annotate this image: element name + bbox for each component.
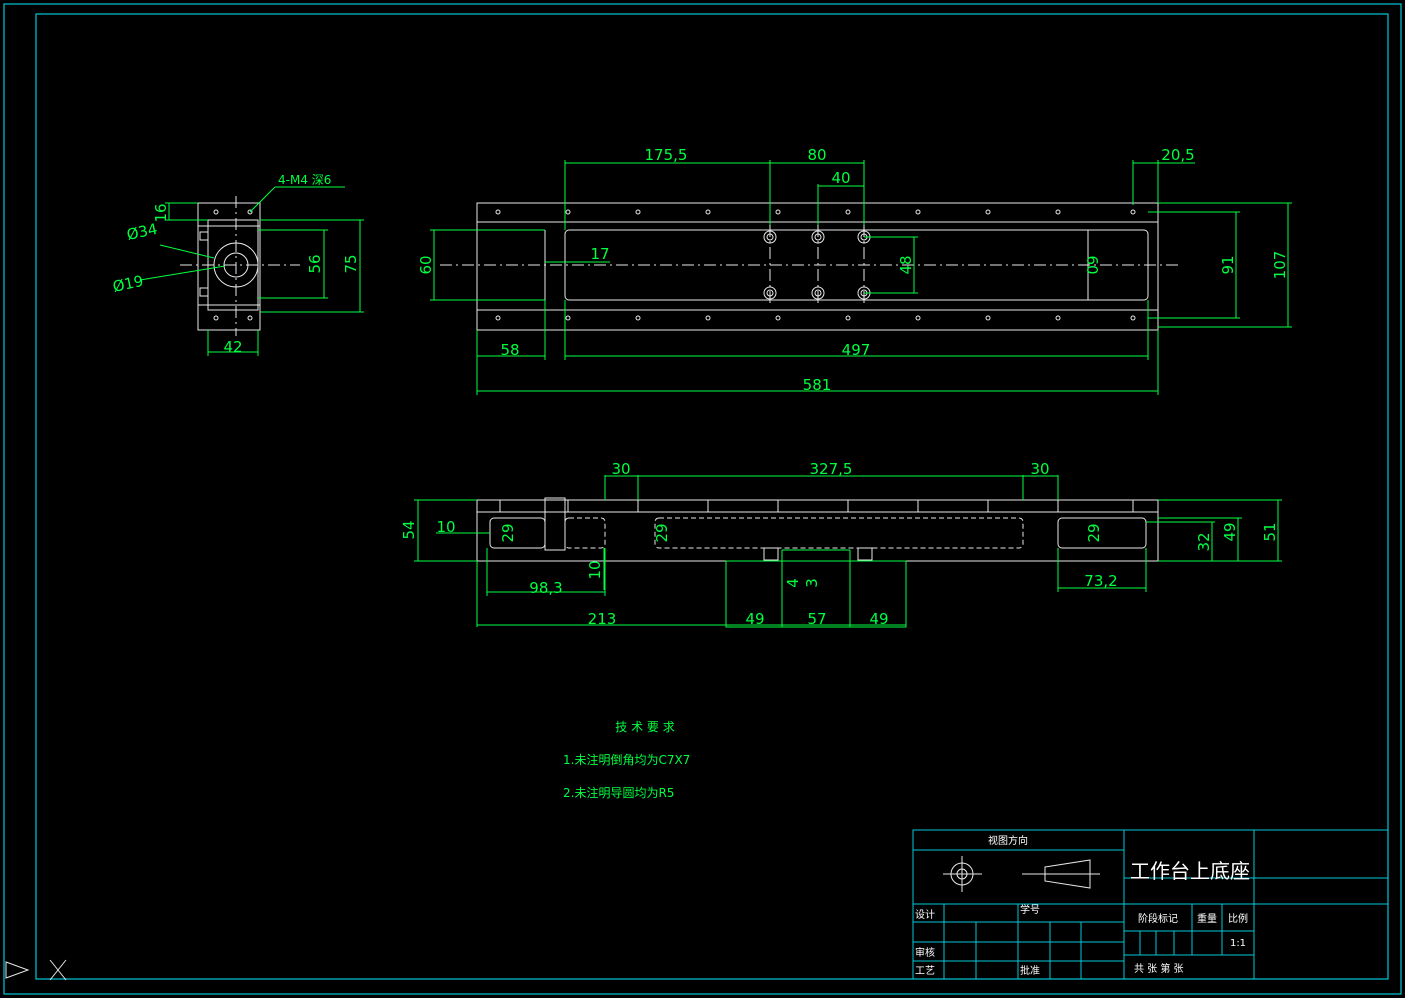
dim-30-right: 30: [1030, 460, 1049, 478]
label-view-direction: 视图方向: [988, 834, 1028, 847]
dim-56: 56: [306, 254, 324, 273]
dim-phi19: Ø19: [111, 272, 145, 296]
dim-30-left: 30: [611, 460, 630, 478]
label-sheets: 共 张 第 张: [1134, 962, 1184, 975]
dim-58: 58: [500, 341, 519, 359]
label-stage-mark: 阶段标记: [1138, 912, 1178, 925]
dim-107: 107: [1271, 251, 1289, 280]
label-process: 工艺: [915, 965, 935, 977]
dim-29-a: 29: [499, 523, 517, 542]
tech-line-2: 2.未注明导圆均为R5: [563, 785, 674, 800]
projection-symbol-icon: [943, 856, 1100, 892]
dim-91: 91: [1219, 255, 1237, 274]
inner-frame: [35, 13, 1389, 980]
dim-73-2: 73,2: [1084, 572, 1117, 590]
dim-29-c: 29: [1085, 523, 1103, 542]
dim-48: 48: [897, 255, 915, 274]
dim-51: 51: [1261, 522, 1279, 541]
label-approve: 批准: [1020, 964, 1040, 977]
dim-20-5: 20,5: [1161, 146, 1194, 164]
value-scale: 1:1: [1230, 938, 1246, 949]
dim-98-3: 98,3: [529, 579, 562, 597]
dim-40: 40: [831, 169, 850, 187]
tech-line-1: 1.未注明倒角均为C7X7: [563, 752, 690, 767]
technical-requirements: 技 术 要 求 1.未注明倒角均为C7X7 2.未注明导圆均为R5: [563, 720, 690, 800]
label-std: 学号: [1020, 903, 1040, 916]
dim-32: 32: [1195, 532, 1213, 551]
dim-17: 17: [590, 245, 609, 263]
ucs-icon: [5, 959, 67, 981]
dim-42: 42: [223, 338, 242, 356]
dim-75: 75: [342, 254, 360, 273]
dim-49-r: 49: [1221, 522, 1239, 541]
dim-16: 16: [152, 203, 170, 222]
dim-60-inner: 60: [1083, 255, 1101, 274]
dim-4: 4: [784, 578, 802, 588]
label-weight: 重量: [1197, 912, 1217, 925]
dim-213: 213: [588, 610, 617, 628]
dim-49-b: 49: [869, 610, 888, 628]
dim-thread-note: 4-M4 深6: [278, 173, 331, 187]
label-design: 设计: [915, 908, 935, 921]
dim-29-b: 29: [653, 523, 671, 542]
dim-49-a: 49: [745, 610, 764, 628]
side-view: 4-M4 深6 16 Ø34 Ø19 56 75 42: [111, 173, 364, 356]
top-view: 175,5 80 40 20,5 17 60 48 60 91 107 58 4…: [417, 146, 1292, 395]
label-scale: 比例: [1228, 912, 1248, 925]
dim-175-5: 175,5: [645, 146, 688, 164]
outer-frame: [3, 3, 1402, 995]
part-name: 工作台上底座: [1130, 859, 1250, 883]
dim-497: 497: [842, 341, 871, 359]
label-review: 审核: [915, 946, 935, 959]
dim-10-h: 10: [436, 518, 455, 536]
dim-581: 581: [803, 376, 832, 394]
dim-80: 80: [807, 146, 826, 164]
dim-60-left: 60: [417, 255, 435, 274]
dim-57: 57: [807, 610, 826, 628]
tech-heading: 技 术 要 求: [615, 720, 674, 734]
front-view: 30 327,5 30 54 10 29 29 29 10 98,3 4 3 7…: [400, 460, 1282, 628]
title-block: 视图方向 工作台上底座 设计 学号 阶段标记 重量 比例 1:1 审核 工艺 批…: [912, 829, 1389, 980]
dim-10-v: 10: [586, 560, 604, 579]
dim-phi34: Ø34: [125, 220, 159, 244]
dim-327-5: 327,5: [810, 460, 853, 478]
dim-54: 54: [400, 520, 418, 539]
dim-3: 3: [803, 578, 821, 588]
